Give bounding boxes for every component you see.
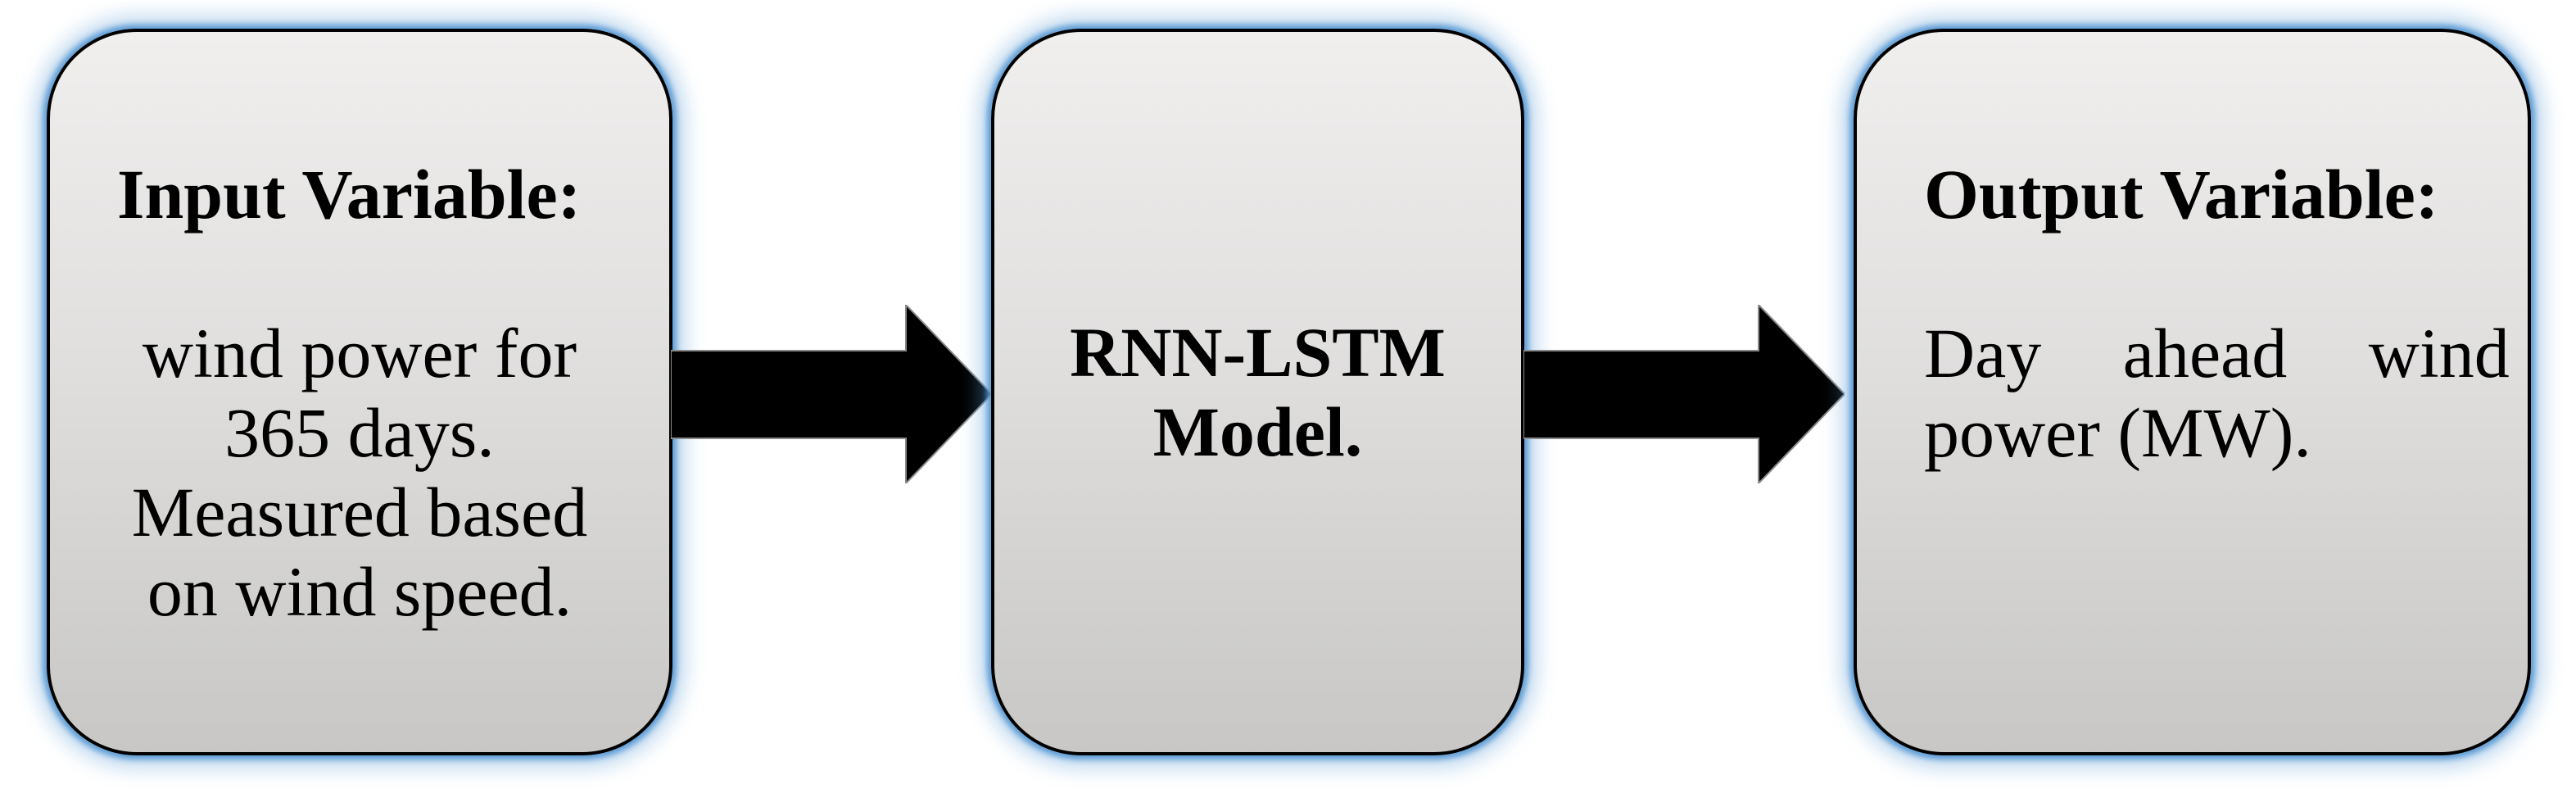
arrow-right-shape xyxy=(1523,305,1845,483)
input-box-heading: Input Variable: xyxy=(117,155,582,234)
blank-line xyxy=(1924,234,2461,314)
input-body-line: 365 days. xyxy=(224,393,495,472)
input-variable-box: Input Variable: wind power for 365 days.… xyxy=(47,29,672,755)
output-box-heading: Output Variable: xyxy=(1924,155,2439,234)
model-box-title-line: Model. xyxy=(1152,392,1363,471)
flow-arrow-right-icon xyxy=(671,305,992,483)
output-body-line: power (MW). xyxy=(1924,393,2311,472)
arrow-right-shape xyxy=(671,305,992,483)
output-body-line: Day ahead wind xyxy=(1924,314,2510,392)
model-box: RNN-LSTM Model. xyxy=(991,29,1524,755)
input-body-line: Measured based xyxy=(131,473,588,551)
input-body-line: on wind speed. xyxy=(147,552,573,631)
input-body-line: wind power for xyxy=(142,314,577,392)
blank-line xyxy=(117,234,602,314)
output-variable-box: Output Variable: Day ahead wind power (M… xyxy=(1854,29,2531,755)
model-box-title-line: RNN-LSTM xyxy=(1070,312,1446,392)
flow-arrow-right-icon xyxy=(1523,305,1845,483)
